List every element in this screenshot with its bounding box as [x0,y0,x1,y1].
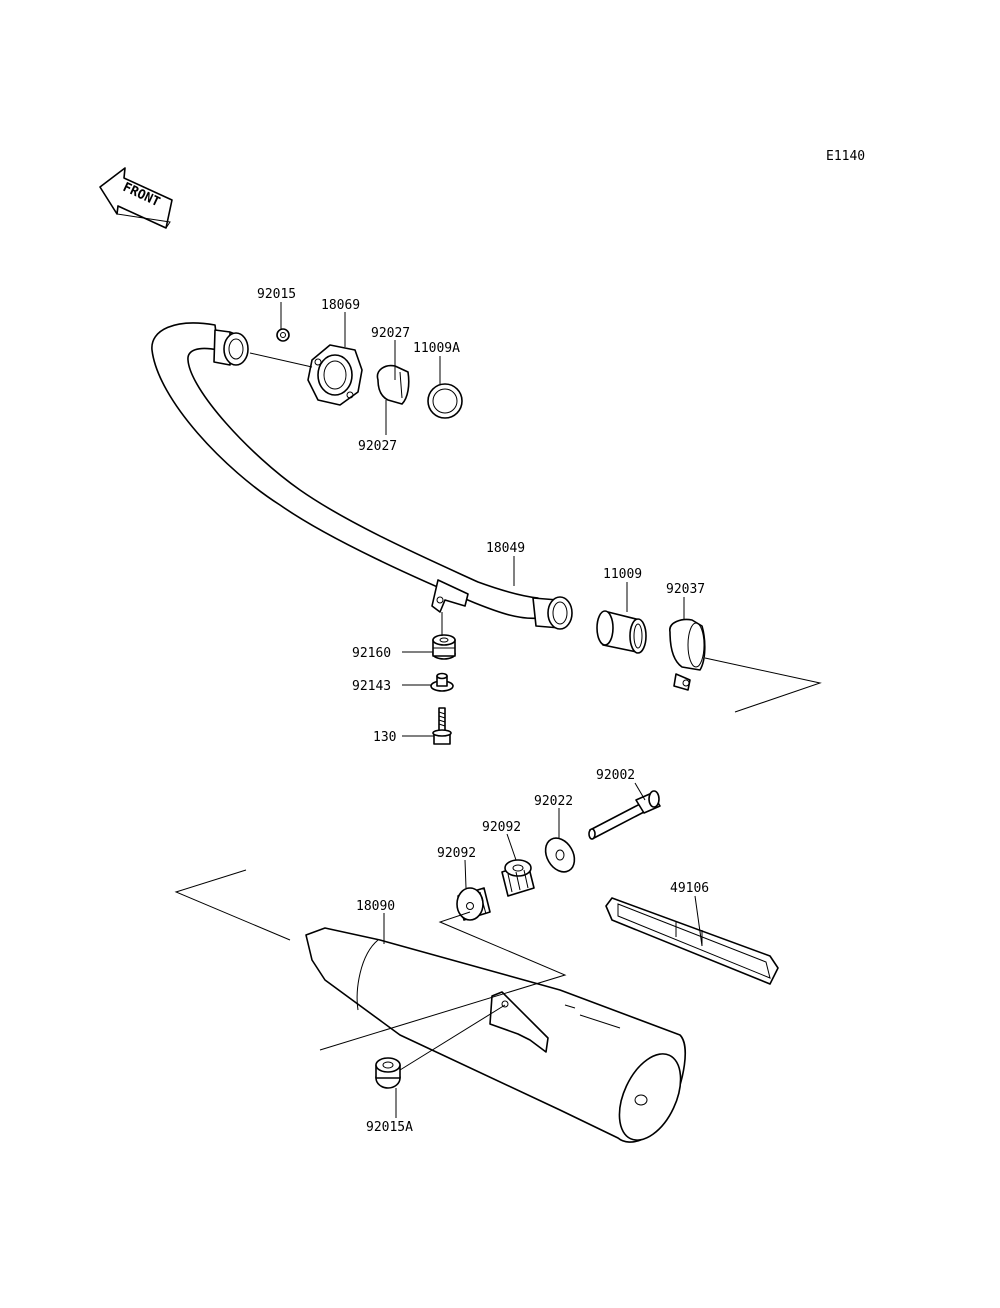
label-92160: 92160 [352,646,391,661]
label-18049: 18049 [486,541,525,556]
label-18069: 18069 [321,298,360,313]
label-18090: 18090 [356,899,395,914]
part-92143 [430,672,454,692]
part-92015A [375,1057,401,1089]
label-92002: 92002 [596,768,635,783]
label-92092-lower: 92092 [437,846,476,861]
exhaust-header-pipe [151,322,573,630]
part-11009A [427,383,463,419]
part-92092-lower [456,887,491,921]
label-92015A: 92015A [366,1120,413,1135]
part-11009 [596,610,647,654]
part-92027 [376,364,410,405]
label-92027-top: 92027 [371,326,410,341]
label-49106: 49106 [670,881,709,896]
part-92092-upper [501,859,535,897]
label-92027-bottom: 92027 [358,439,397,454]
label-92143: 92143 [352,679,391,694]
label-92015: 92015 [257,287,296,302]
part-92002 [588,790,661,840]
part-18090 [305,927,686,1143]
part-49106 [605,897,779,985]
part-92022 [544,837,576,873]
label-11009: 11009 [603,567,642,582]
front-arrow-icon: FRONT [99,167,173,229]
label-92037: 92037 [666,582,705,597]
leader-lines [174,302,822,1118]
part-92015 [276,328,290,342]
part-18069 [307,344,363,406]
diagram-code: E1140 [826,149,865,164]
part-130 [432,707,452,745]
label-11009A: 11009A [413,341,460,356]
part-92160 [432,634,456,660]
label-92092-upper: 92092 [482,820,521,835]
label-130: 130 [373,730,396,745]
label-92022: 92022 [534,794,573,809]
part-92037 [669,618,706,691]
